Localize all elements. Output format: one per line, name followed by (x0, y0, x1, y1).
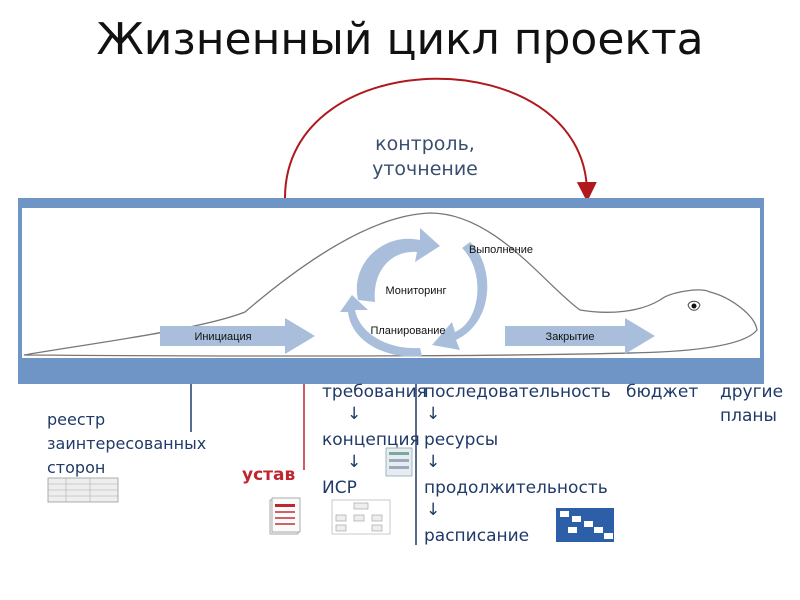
control-label-line2: уточнение (372, 158, 478, 180)
lifecycle-curve (23, 212, 758, 357)
phase-initiation: Инициация (194, 331, 251, 343)
duration-label: продолжительность (424, 478, 608, 498)
initiation-arrow (160, 318, 315, 354)
wbs-label: ИСР (322, 478, 357, 498)
requirements-label: требования (322, 382, 427, 402)
croc-pupil (691, 303, 697, 309)
concept-document-thumbnail (385, 447, 413, 477)
down-arrow-requirements: ↓ (347, 404, 362, 424)
phase-execution: Выполнение (469, 244, 533, 256)
concept-label: концепция (322, 430, 420, 450)
down-arrow-duration: ↓ (426, 500, 441, 520)
wbs-document-thumbnail (331, 499, 391, 535)
closing-arrow (505, 318, 655, 354)
other-plans-label: другие планы (720, 382, 784, 426)
phase-planning: Планирование (370, 325, 445, 337)
cycle-arrow-top (356, 228, 440, 302)
stakeholder-table-thumbnail (47, 477, 119, 503)
down-arrow-resources: ↓ (426, 452, 441, 472)
phase-monitoring: Мониторинг (385, 285, 446, 297)
down-arrow-sequence: ↓ (426, 404, 441, 424)
cycle-arrow-bottom (340, 295, 422, 357)
control-label-line1: контроль, (375, 133, 475, 155)
schedule-label: расписание (424, 526, 530, 546)
budget-label: бюджет (626, 382, 699, 402)
cycle-arrow-right (432, 242, 488, 350)
page-title: Жизненный цикл проекта (96, 14, 704, 65)
charter-label: устав (242, 465, 296, 485)
stakeholder-register: реестр заинтересованных сторон (47, 410, 207, 477)
control-arc (284, 77, 597, 202)
resources-label: ресурсы (424, 430, 499, 450)
phase-closing: Закрытие (546, 331, 595, 343)
control-label: контроль, уточнение (340, 132, 510, 182)
down-arrow-concept: ↓ (347, 452, 362, 472)
sequence-label: последовательность (424, 382, 611, 402)
schedule-network-thumbnail (556, 508, 614, 542)
charter-document-thumbnail (269, 497, 301, 535)
